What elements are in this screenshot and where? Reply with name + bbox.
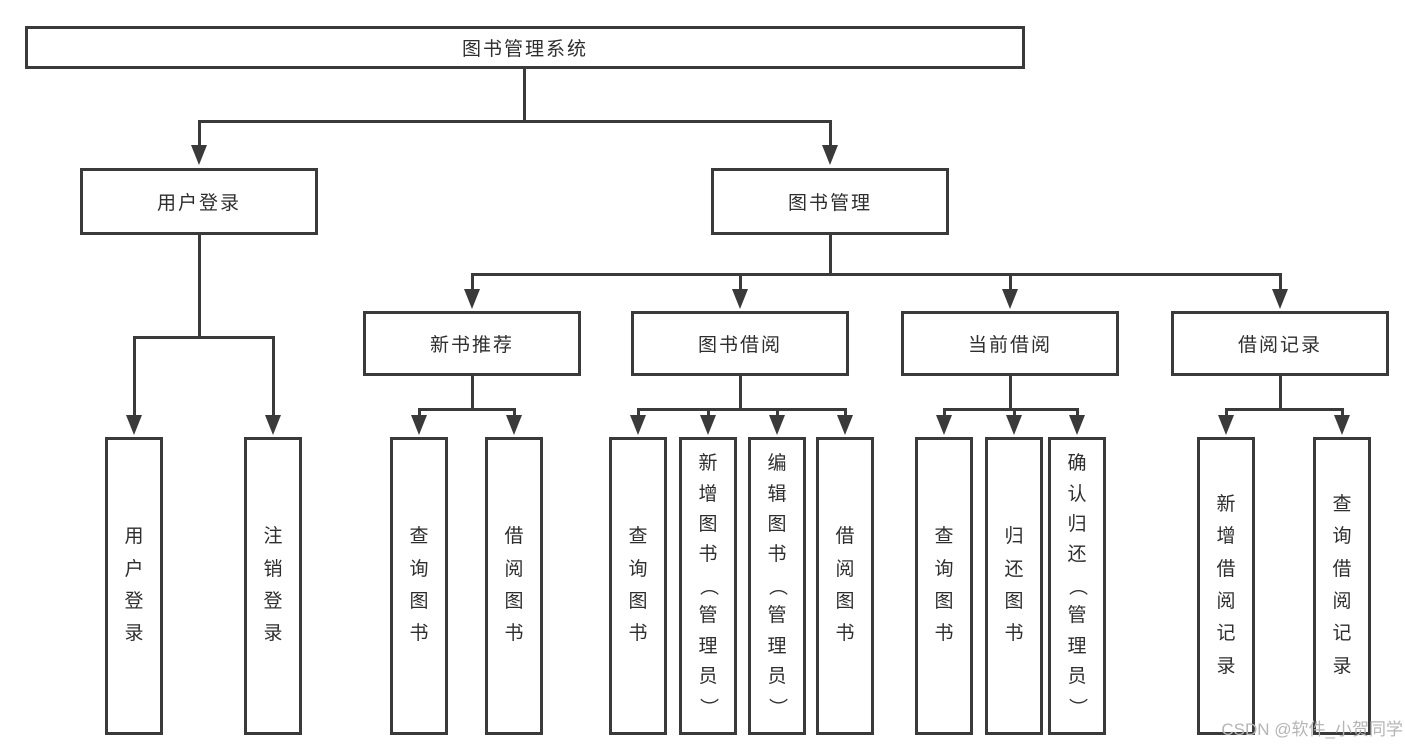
connector-line [738,376,742,408]
connector-line [522,69,526,120]
node-user-login-label: 用户登录 [156,193,241,214]
node-new-book-recommend: 新书推荐 [363,311,581,376]
leaf-edit-book-admin: 编辑图书（管理员） [748,437,806,735]
connector-line [1340,408,1344,417]
leaf-borrow-books-2-label: 借阅图书 [835,526,855,645]
connector-line [706,408,710,417]
leaf-add-book-admin-label: 新增图书（管理员） [698,453,720,718]
leaf-borrow-books-1: 借阅图书 [485,437,543,735]
arrow-down-icon [506,415,522,435]
arrow-down-icon [265,415,281,435]
connector-line [132,336,136,417]
connector-line [512,408,516,417]
node-book-borrow-label: 图书借阅 [697,335,782,356]
arrow-down-icon [126,415,142,435]
connector-line [197,120,201,147]
node-book-borrow: 图书借阅 [631,311,849,376]
connector-line [738,273,742,291]
leaf-query-books-2-label: 查询图书 [628,526,648,645]
connector-line [417,408,421,417]
leaf-logout: 注销登录 [244,437,302,735]
leaf-return-book-label: 归还图书 [1004,526,1024,645]
connector-line [636,408,847,411]
arrow-down-icon [191,145,207,165]
connector-line [1278,376,1282,408]
connector-line [1224,408,1228,417]
node-borrow-records: 借阅记录 [1171,311,1389,376]
connector-line [775,408,779,417]
leaf-query-books-3-label: 查询图书 [934,526,954,645]
arrow-down-icon [1069,415,1085,435]
arrow-down-icon [630,415,646,435]
arrow-down-icon [700,415,716,435]
connector-line [197,120,832,123]
arrow-down-icon [1006,415,1022,435]
arrow-down-icon [769,415,785,435]
connector-line [843,408,847,417]
connector-line [470,376,474,408]
arrow-down-icon [1272,289,1288,309]
leaf-return-book: 归还图书 [985,437,1043,735]
arrow-down-icon [822,145,838,165]
arrow-down-icon [1218,415,1234,435]
leaf-borrow-books-1-label: 借阅图书 [504,526,524,645]
connector-line [636,408,640,417]
arrow-down-icon [464,289,480,309]
connector-line [828,120,832,147]
arrow-down-icon [1334,415,1350,435]
node-root: 图书管理系统 [25,26,1025,69]
connector-line [1012,408,1016,417]
connector-line [197,235,201,336]
node-book-management: 图书管理 [711,168,949,235]
leaf-edit-book-admin-label: 编辑图书（管理员） [767,453,789,718]
leaf-user-login-label: 用户登录 [124,526,144,645]
connector-line [1278,273,1282,291]
connector-line [1008,376,1012,408]
node-user-login: 用户登录 [80,168,318,235]
arrow-down-icon [411,415,427,435]
connector-line [417,408,516,411]
leaf-confirm-return-admin: 确认归还（管理员） [1048,437,1106,735]
connector-line [942,408,1079,411]
leaf-query-books-2: 查询图书 [609,437,667,735]
connector-line [1008,273,1012,291]
connector-line [1075,408,1079,417]
connector-line [132,336,275,339]
watermark-text: CSDN @软件_小贺同学 [1221,720,1403,739]
leaf-query-borrow-record-label: 查询借阅记录 [1332,494,1352,677]
leaf-borrow-books-2: 借阅图书 [816,437,874,735]
connector-line [828,235,832,273]
leaf-logout-label: 注销登录 [263,526,283,645]
arrow-down-icon [1002,289,1018,309]
leaf-add-borrow-record: 新增借阅记录 [1197,437,1255,735]
connector-line [470,273,1282,276]
node-new-book-recommend-label: 新书推荐 [429,335,514,356]
arrow-down-icon [837,415,853,435]
node-borrow-records-label: 借阅记录 [1237,335,1322,356]
leaf-add-book-admin: 新增图书（管理员） [679,437,737,735]
connector-line [1224,408,1344,411]
leaf-query-books-3: 查询图书 [915,437,973,735]
leaf-query-books-1-label: 查询图书 [409,526,429,645]
connector-line [470,273,474,291]
leaf-add-borrow-record-label: 新增借阅记录 [1216,494,1236,677]
leaf-confirm-return-admin-label: 确认归还（管理员） [1067,453,1089,718]
node-book-management-label: 图书管理 [787,193,872,214]
connector-line [942,408,946,417]
node-root-label: 图书管理系统 [461,39,588,60]
arrow-down-icon [732,289,748,309]
arrow-down-icon [936,415,952,435]
leaf-query-books-1: 查询图书 [390,437,448,735]
node-current-borrow: 当前借阅 [901,311,1119,376]
node-current-borrow-label: 当前借阅 [967,335,1052,356]
leaf-user-login: 用户登录 [105,437,163,735]
connector-line [271,336,275,417]
leaf-query-borrow-record: 查询借阅记录 [1313,437,1371,735]
